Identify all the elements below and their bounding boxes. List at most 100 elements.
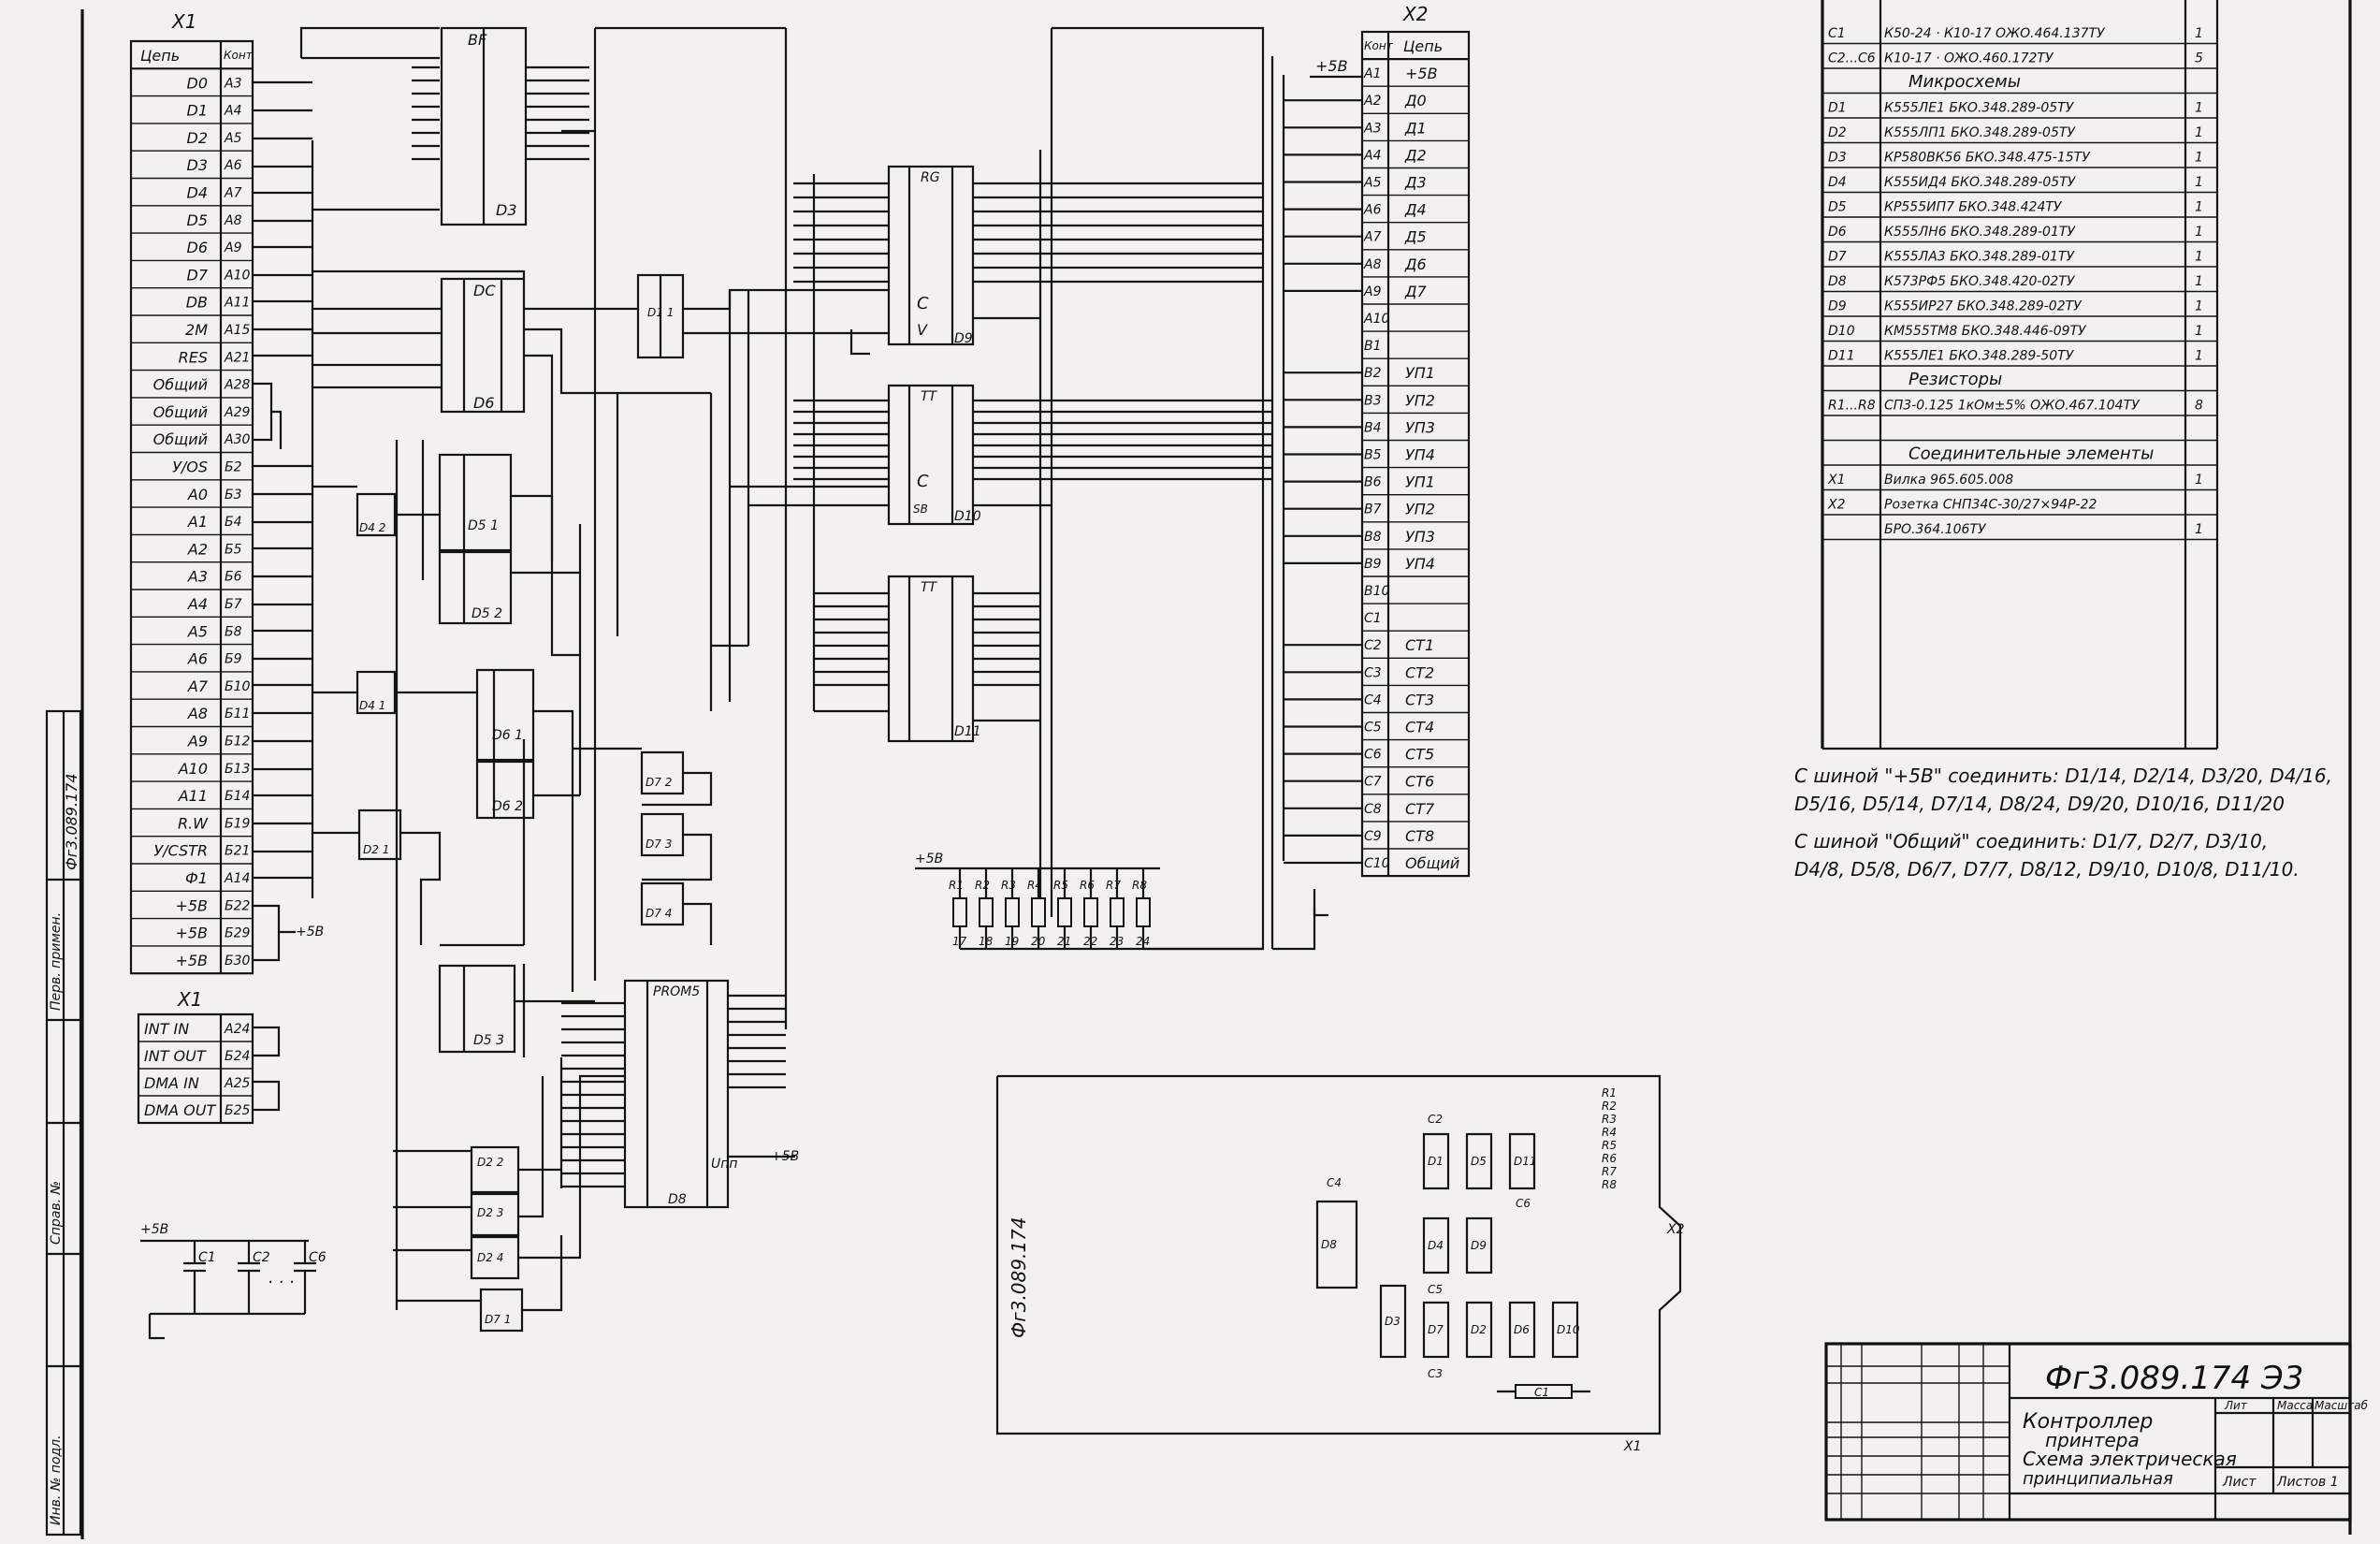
x1-row-pin: Б4: [225, 515, 242, 530]
chip-d6-2-label: D6 2: [492, 799, 523, 814]
x1-row-name: A3: [187, 568, 208, 586]
chip-d6-type: DC: [473, 282, 496, 299]
chip-d7-1-label: D7 1: [485, 1313, 511, 1326]
chip-d9-type: RG: [921, 170, 940, 185]
board-resistor-label: R8: [1602, 1178, 1617, 1191]
bom-name: Вилка 965.605.008: [1884, 473, 2013, 488]
board-assembly-outline: Фг3.089.174 X1 X2: [995, 1074, 1685, 1454]
bom-qty: 5: [2195, 51, 2203, 66]
resistor-label: R6: [1080, 879, 1095, 892]
x1-row-pin: Б29: [225, 926, 251, 941]
x2-row-name: Д1: [1404, 119, 1427, 137]
bom-qty: 1: [2195, 299, 2203, 314]
x1b-row-name: DMA IN: [144, 1074, 199, 1092]
x1-row-name: Общий: [153, 376, 208, 394]
x2-row-name: УП1: [1405, 364, 1435, 382]
x1-row-name: D5: [187, 211, 209, 229]
board-chip-label: D4: [1428, 1239, 1444, 1252]
x1-row-pin: A5: [224, 131, 242, 146]
x2-row-pin: A7: [1363, 230, 1382, 245]
x1-row-name: R.W: [178, 814, 209, 832]
board-chip-label: D5: [1471, 1155, 1487, 1168]
bom-qty: 1: [2195, 473, 2203, 488]
chip-d7-3: D7 3: [640, 812, 685, 857]
bom-name: К573РФ5 БКО.348.420-02ТУ: [1884, 274, 2076, 289]
chip-d5-3-label: D5 3: [473, 1033, 504, 1048]
bom-name: К555ЛП1 БКО.348.289-05ТУ: [1884, 125, 2076, 140]
x2-row-pin: B1: [1364, 339, 1382, 354]
chip-d11: TT D11: [887, 575, 981, 743]
x2-row-pin: A10: [1363, 312, 1389, 327]
chip-d1-1: D1 1: [636, 273, 685, 359]
x2-row-pin: A4: [1363, 148, 1381, 163]
x2-row-name: СТ3: [1405, 691, 1434, 708]
chip-d10: TT C SB D10: [887, 384, 981, 526]
resistor-pin: 20: [1031, 935, 1046, 948]
stamp-sheet: Лист: [2222, 1475, 2257, 1490]
bom-pos: D3: [1828, 151, 1847, 166]
x1-row-name: D6: [187, 239, 209, 256]
x1-row-pin: Б22: [225, 898, 251, 913]
board-resistor-label: R7: [1602, 1165, 1617, 1178]
x1-row-name: A11: [178, 787, 208, 805]
chip-d9-c: C: [917, 294, 929, 313]
x1-row-name: A4: [187, 595, 208, 613]
d3-input-bus: [301, 56, 589, 211]
x1-row-name: A0: [187, 486, 208, 503]
bom-name: Резисторы: [1908, 370, 2002, 389]
chip-d5-1: D5 1: [438, 453, 513, 552]
bom-pos: R1...R8: [1828, 399, 1876, 414]
bom-name: КР555ИП7 БКО.348.424ТУ: [1884, 200, 2063, 215]
bom-pos: X1: [1827, 473, 1846, 488]
bom-qty: 1: [2195, 151, 2203, 166]
board-c1-label: C1: [1534, 1386, 1549, 1399]
chip-d8-label: D8: [668, 1192, 687, 1207]
chip-d2-2-label: D2 2: [477, 1156, 503, 1169]
x1-row-name: У/CSTR: [153, 842, 208, 860]
x1-row-name: +5В: [175, 896, 208, 914]
chip-d6-label: D6: [473, 394, 495, 412]
x1-row-name: D3: [187, 156, 209, 174]
x1-row-pin: Б30: [225, 954, 251, 969]
board-x2-label: X2: [1666, 1222, 1685, 1237]
stamp-title-4: принципиальная: [2023, 1469, 2173, 1489]
x1-row-pin: A6: [224, 158, 242, 173]
x1-row-name: RES: [179, 348, 208, 366]
chip-d4-1: D4 1: [356, 670, 397, 715]
x1-row-pin: A4: [224, 104, 241, 119]
bom-name: Микросхемы: [1908, 72, 2021, 92]
x2-row-name: УП1: [1405, 473, 1435, 491]
x1-row-name: A6: [187, 650, 208, 668]
bom-qty: 1: [2195, 522, 2203, 537]
x1-row-name: Ф1: [185, 869, 208, 887]
x1-header-pin: Конт: [224, 49, 254, 62]
x2-plus5-label: +5В: [1315, 57, 1348, 75]
cap-c1-label: C1: [198, 1250, 216, 1265]
x1-header-name: Цепь: [140, 47, 180, 65]
bom-qty: 1: [2195, 225, 2203, 240]
side-stamp: Фг3.089.174 Перв. примен. Справ. № Инв. …: [45, 709, 82, 1537]
x2-row-name: Д7: [1404, 283, 1428, 300]
chip-d7-4-label: D7 4: [646, 907, 672, 920]
x1-row-pin: Б10: [225, 679, 251, 694]
board-resistor-label: R3: [1602, 1113, 1617, 1126]
chip-d6-1: D6 1: [475, 668, 535, 762]
bom-qty: 1: [2195, 324, 2203, 339]
chip-d3-label: D3: [496, 201, 517, 219]
stamp-title-2: принтера: [2045, 1429, 2140, 1451]
x2-row-pin: C6: [1364, 748, 1382, 763]
x1-row-pin: A30: [224, 432, 250, 447]
x1-row-pin: A7: [224, 186, 242, 201]
chip-d10-label: D10: [954, 509, 981, 524]
x1b-row-name: DMA OUT: [144, 1101, 216, 1119]
res-supply-label: +5В: [915, 852, 943, 867]
note-line-2: D5/16, D5/14, D7/14, D8/24, D9/20, D10/1…: [1794, 793, 2285, 815]
x2-row-pin: A6: [1363, 203, 1382, 218]
resistor-pin: 17: [952, 935, 967, 948]
board-cap-label: C6: [1516, 1197, 1531, 1210]
x2-row-name: УП2: [1405, 391, 1435, 409]
chip-d6-1-label: D6 1: [492, 728, 523, 743]
board-code: Фг3.089.174: [1008, 1216, 1030, 1338]
